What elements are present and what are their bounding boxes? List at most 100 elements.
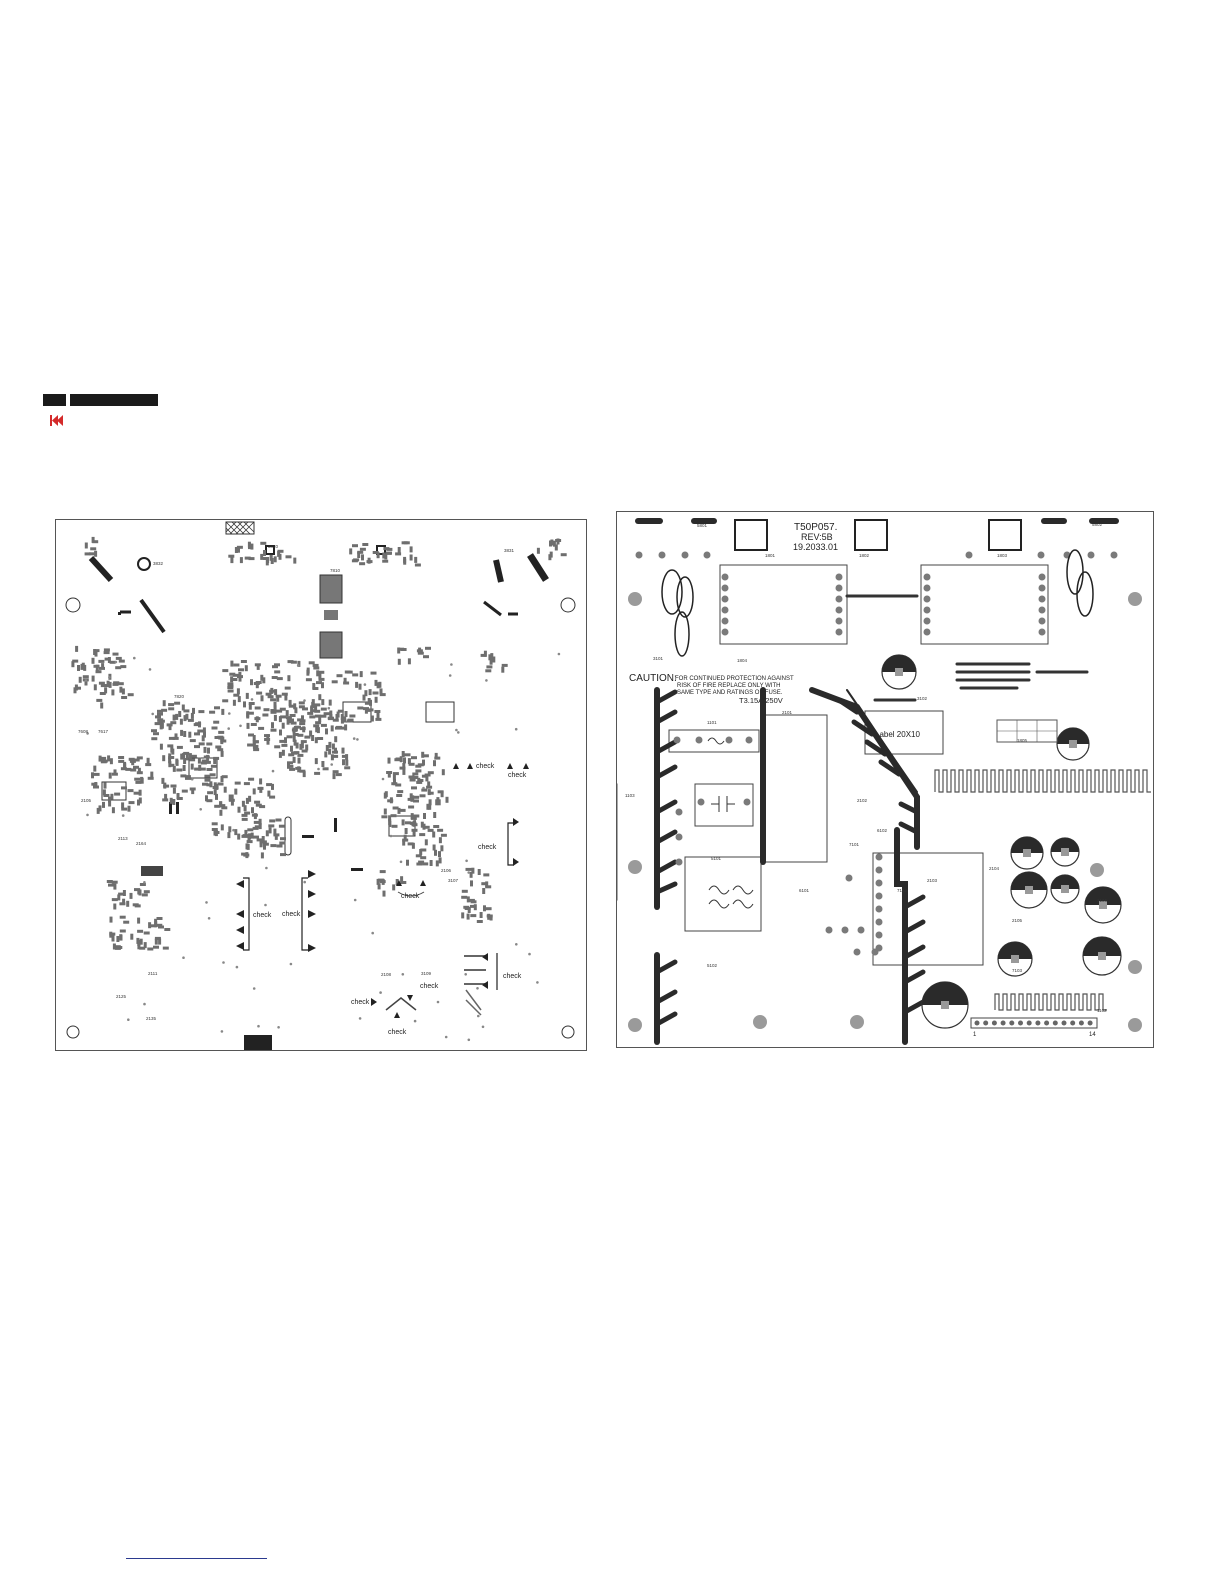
- via: [389, 834, 393, 838]
- smd-pad: [84, 552, 91, 556]
- smd-pad: [167, 744, 174, 748]
- electrolytic-capacitor: [881, 654, 917, 690]
- via: [464, 973, 468, 976]
- smd-pad: [102, 801, 105, 808]
- smd-pad: [254, 800, 261, 804]
- via: [363, 683, 367, 686]
- smd-pad: [127, 805, 131, 812]
- smd-pad: [287, 761, 293, 765]
- smd-pad: [297, 733, 304, 737]
- smd-pad: [273, 556, 277, 563]
- smd-pad: [217, 735, 224, 739]
- smd-pad: [273, 828, 277, 835]
- smd-pad: [91, 657, 95, 664]
- via: [485, 679, 488, 682]
- smd-pad: [145, 763, 152, 767]
- smd-pad: [461, 889, 468, 893]
- smd-pad: [407, 658, 411, 665]
- smd-pad: [84, 542, 88, 549]
- via: [265, 866, 268, 870]
- smd-pad: [246, 840, 253, 844]
- smd-pad: [77, 665, 80, 671]
- smd-pad: [138, 789, 142, 796]
- smd-pad: [437, 828, 444, 832]
- smd-pad: [93, 664, 100, 668]
- smd-pad: [206, 742, 213, 746]
- smd-pad: [108, 796, 111, 803]
- smd-pad: [106, 880, 113, 883]
- smd-pad: [214, 804, 221, 808]
- smd-pad: [320, 714, 327, 718]
- check-label: check: [351, 999, 370, 1006]
- skip-back-button[interactable]: [50, 415, 64, 426]
- header-pin: [1035, 1020, 1041, 1026]
- smd-pad: [340, 717, 344, 724]
- smd-pad: [132, 903, 139, 907]
- smd-pad: [308, 661, 315, 665]
- smd-pad: [427, 771, 434, 775]
- smd-pad: [294, 707, 298, 714]
- trace: [483, 600, 502, 617]
- th-pad: [923, 606, 931, 614]
- smd-pad: [176, 768, 183, 772]
- smd-pad: [412, 772, 419, 776]
- smd-pad: [141, 893, 148, 897]
- smd-pad: [222, 669, 229, 673]
- check-label: check: [476, 763, 495, 770]
- smd-pad: [438, 837, 442, 844]
- smd-pad: [314, 704, 318, 711]
- smd-pad: [440, 845, 444, 852]
- mounting-hole: [66, 1025, 80, 1039]
- smd-pad: [340, 714, 344, 720]
- smd-pad: [219, 804, 226, 808]
- smd-pad: [376, 682, 380, 689]
- smd-pad: [548, 554, 552, 561]
- ref-designator: 1803: [997, 553, 1008, 558]
- smd-pad: [238, 668, 244, 672]
- smd-pad: [168, 736, 175, 740]
- th-pad: [875, 879, 883, 887]
- th-pad: [835, 628, 843, 636]
- ref-designator: 1802: [859, 553, 870, 558]
- label-area-text: Label 20X10: [875, 730, 920, 739]
- ref-designator: 5801: [697, 523, 708, 528]
- smd-pad: [156, 923, 163, 927]
- smd-pad: [101, 759, 108, 763]
- smd-pad: [416, 862, 423, 866]
- smd-pad: [409, 793, 413, 800]
- smd-pad: [259, 778, 263, 785]
- via: [303, 699, 306, 702]
- page-header-tag: [43, 394, 158, 406]
- smd-pad: [120, 665, 127, 669]
- via: [252, 987, 256, 990]
- smd-pad: [176, 797, 183, 800]
- via: [222, 961, 225, 964]
- smd-pad: [102, 789, 106, 796]
- smd-pad: [184, 775, 191, 779]
- smd-pad: [252, 826, 259, 830]
- smd-pad: [131, 759, 135, 766]
- smd-pad: [269, 689, 276, 693]
- smd-pad: [101, 663, 105, 670]
- smd-pad: [364, 690, 368, 697]
- smd-pad: [151, 737, 158, 741]
- caution-line: RISK OF FIRE REPLACE ONLY WITH: [677, 683, 780, 689]
- smd-pad: [307, 711, 314, 715]
- smd-pad: [351, 559, 358, 563]
- smd-pad: [421, 774, 428, 778]
- smd-pad: [137, 943, 141, 950]
- smd-pad: [94, 650, 98, 657]
- smd-pad: [411, 842, 415, 849]
- smd-pad: [271, 676, 278, 679]
- th-pad: [923, 573, 931, 581]
- smd-pad: [482, 888, 486, 894]
- smd-pad: [182, 752, 186, 759]
- th-pad: [725, 736, 733, 744]
- footer-link[interactable]: [126, 1558, 267, 1559]
- smd-pad: [288, 753, 295, 757]
- smd-pad: [433, 812, 437, 818]
- via: [450, 663, 453, 666]
- smd-pad: [123, 920, 130, 924]
- smd-pad: [284, 686, 291, 690]
- smd-pad: [268, 824, 275, 828]
